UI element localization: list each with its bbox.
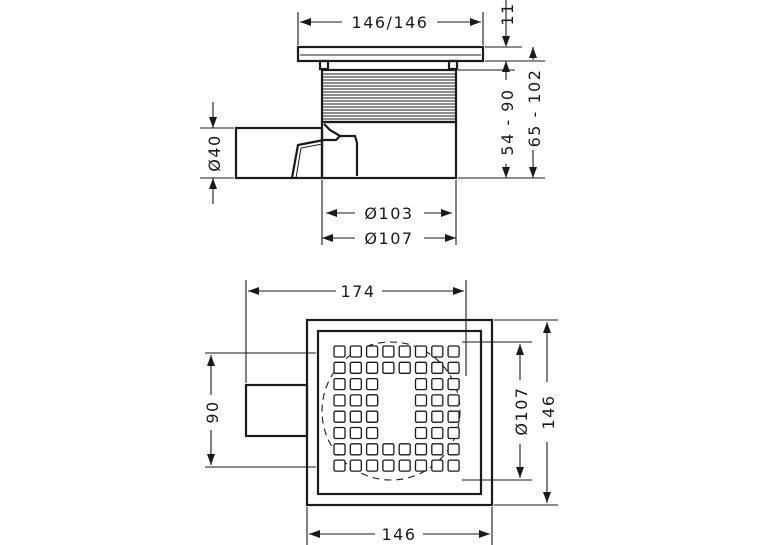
dim-body-diameter: Ø107 <box>512 386 531 435</box>
grille-slot <box>349 426 362 440</box>
dim-frame-height: 11 <box>498 2 517 25</box>
grille-slot <box>333 459 346 472</box>
grille-slot <box>398 345 411 358</box>
grille-slot <box>382 361 395 374</box>
dim-range-54-90: 54 - 90 <box>498 88 517 155</box>
dim-range-65-102: 65 - 102 <box>525 69 544 148</box>
grille-slot <box>382 345 395 358</box>
grille-slot <box>414 426 428 440</box>
grille-slot <box>333 361 346 374</box>
grille-slot <box>333 345 346 358</box>
outlet-inner-cone <box>290 138 325 179</box>
grille-slot <box>333 443 346 456</box>
drain-body <box>320 120 458 180</box>
grille-slot <box>365 394 379 407</box>
grille-slot <box>431 377 444 391</box>
grille-slot <box>365 345 379 358</box>
grille-pattern <box>333 345 460 472</box>
dim-grate-height: 146 <box>539 394 558 429</box>
grille-slot <box>414 345 428 358</box>
grille-slot <box>414 394 428 407</box>
grille-slot <box>447 345 460 358</box>
grille-slot <box>431 361 444 374</box>
grille-slot <box>349 394 362 407</box>
grille-slot <box>333 410 346 423</box>
grille-slot <box>431 394 444 407</box>
grille-slot <box>447 377 460 391</box>
grille-slot <box>431 345 444 358</box>
dim-top-width: 146/146 <box>352 13 429 32</box>
dim-grate-width: 146 <box>381 525 416 544</box>
grille-slot <box>447 459 460 472</box>
frame-leg-left <box>318 59 330 71</box>
grille-slot <box>382 459 395 472</box>
grille-slot <box>349 443 362 456</box>
outlet-pipe <box>234 126 324 180</box>
grille-slot <box>365 361 379 374</box>
grille-slot <box>414 361 428 374</box>
grille-slot <box>349 377 362 391</box>
outlet-stub <box>244 383 309 438</box>
dim-overall-width: 174 <box>340 282 375 301</box>
grille-slot <box>447 361 460 374</box>
grille-slot <box>447 443 460 456</box>
grille-slot <box>431 426 444 440</box>
grille-slot <box>414 459 428 472</box>
dim-outlet-diameter: Ø40 <box>205 134 224 171</box>
grille-slot <box>349 459 362 472</box>
grille-slot <box>365 443 379 456</box>
trap-insert-outline <box>323 123 359 176</box>
dim-outlet-offset: 90 <box>203 400 222 423</box>
grille-slot <box>365 426 379 440</box>
grille-slot <box>333 394 346 407</box>
grille-slot <box>365 410 379 423</box>
grille-slot <box>447 426 460 440</box>
grille-slot <box>398 459 411 472</box>
side-view: 146/146 11 54 - 90 65 - 102 Ø40 Ø103 <box>200 0 545 248</box>
grille-slot <box>431 459 444 472</box>
grille-slot <box>398 443 411 456</box>
grille-slot <box>365 459 379 472</box>
riser-threads <box>323 73 455 120</box>
grille-slot <box>414 410 428 423</box>
grille-slot <box>365 377 379 391</box>
grille-slot <box>382 443 395 456</box>
grille-slot <box>447 394 460 407</box>
grille-slot <box>333 377 346 391</box>
outlet-inner-cone-shade <box>295 143 323 179</box>
trap-insert-lip <box>324 135 341 142</box>
grille-slot <box>414 377 428 391</box>
dim-body-diameter-103: Ø103 <box>364 204 413 223</box>
dim-body-diameter-107: Ø107 <box>364 229 413 248</box>
grille-slot <box>333 426 346 440</box>
grille-slot <box>398 361 411 374</box>
grille-slot <box>349 345 362 358</box>
grille-slot <box>349 361 362 374</box>
body-circle-hidden <box>321 341 461 481</box>
grille-slot <box>414 443 428 456</box>
grate-inner-frame <box>316 329 483 496</box>
top-frame <box>296 45 485 63</box>
plan-view: 174 90 Ø107 146 146 <box>203 280 558 545</box>
frame-leg-right <box>447 59 459 71</box>
threaded-riser <box>320 68 458 124</box>
grille-slot <box>431 410 444 423</box>
grille-slot <box>431 443 444 456</box>
grille-slot <box>349 410 362 423</box>
grille-slot <box>447 410 460 423</box>
